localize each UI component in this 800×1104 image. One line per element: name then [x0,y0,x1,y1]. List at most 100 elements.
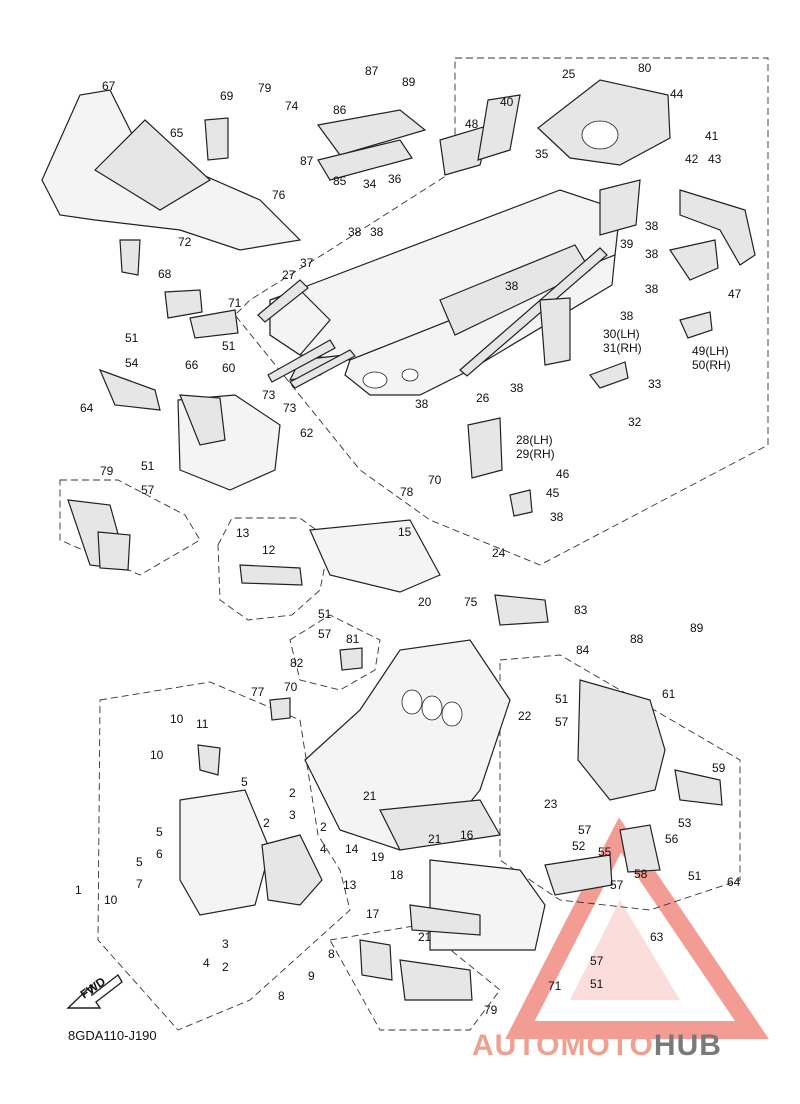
callout: 38 [348,225,362,239]
callout: 51 [222,339,236,353]
callout: 12 [262,543,276,557]
callout: 10 [150,748,164,762]
callout: 86 [333,103,347,117]
fwd-arrow: FWD [66,973,123,1009]
callout: 71 [228,296,242,310]
callout: 13 [343,878,357,892]
callout: 36 [388,172,402,186]
callout: 20 [418,595,432,609]
callout: 5 [156,825,163,839]
callout: 52 [572,839,586,853]
callout: 51 [590,977,604,991]
callout: 78 [400,485,414,499]
callout: 58 [634,867,648,881]
callout: 70 [428,473,442,487]
callout: 85 [333,174,347,188]
callout: 32 [628,415,642,429]
callout: 60 [222,361,236,375]
callout: 57 [141,483,155,497]
callout: 15 [398,525,412,539]
callout: 3 [222,937,229,951]
callout: 40 [500,95,514,109]
callout: 45 [546,486,560,500]
callout: 11 [196,717,209,731]
callout: 37 [300,256,314,270]
callout: 7 [136,877,143,891]
callout: 67 [102,79,116,93]
callout: 2 [289,786,296,800]
callout: 30(LH) [603,327,640,341]
callout: 2 [222,960,229,974]
callout: 54 [125,356,139,370]
callout: 44 [670,87,684,101]
callout: 51 [318,607,332,621]
callout: 76 [272,188,286,202]
callout: 27 [282,268,296,282]
callout: 26 [476,391,490,405]
callout: 80 [638,61,652,75]
callout: 65 [170,126,184,140]
callout: 47 [728,287,742,301]
callout: 41 [705,129,719,143]
callout: 69 [220,89,234,103]
callout: 39 [620,237,634,251]
callout: 72 [178,235,192,249]
callout: 87 [365,64,379,78]
callout: 83 [574,603,588,617]
callout: 51 [688,869,702,883]
callout: 21 [428,832,442,846]
callout: 89 [690,621,704,635]
callout: 16 [460,828,474,842]
callout: 49(LH) [692,344,729,358]
callout: 51 [125,331,139,345]
callout: 88 [630,632,644,646]
callout: 38 [510,381,524,395]
callout: 38 [645,219,659,233]
callout: 56 [665,832,679,846]
watermark-triangle [505,817,769,1039]
callout: 35 [535,147,549,161]
upper-chassis [257,79,756,517]
callout: 38 [620,309,634,323]
callout: 64 [80,401,94,415]
callout: 13 [236,526,250,540]
callout: 38 [645,247,659,261]
lower-frame-parts [179,519,723,1001]
callout: 6 [156,847,163,861]
callout: 33 [648,377,662,391]
callout: 46 [556,467,570,481]
callout: 57 [318,627,332,641]
callout: 63 [650,930,664,944]
callout: 22 [518,709,532,723]
callout: 73 [283,401,297,415]
callout: 9 [308,969,315,983]
callout: 55 [598,845,612,859]
callout: 62 [300,426,314,440]
callout: 8 [328,947,335,961]
callout: 57 [555,715,569,729]
callout: 38 [370,225,384,239]
callout: 50(RH) [692,358,731,372]
callout: 73 [262,388,276,402]
callout: 38 [505,279,519,293]
diagram-code: 8GDA110-J190 [68,1028,157,1043]
callout: 66 [185,358,199,372]
callout: 21 [418,930,432,944]
callout: 82 [290,656,304,670]
callout: 79 [484,1003,498,1017]
callout: 51 [141,459,155,473]
callout: 5 [136,855,143,869]
callout: 71 [548,979,562,993]
callout: 38 [550,510,564,524]
callout: 42 [685,152,699,166]
callout: 64 [727,875,741,889]
callout: 24 [492,546,506,560]
callout: 25 [562,67,576,81]
callout: 84 [576,643,590,657]
callout: 87 [300,154,314,168]
callout: 2 [320,820,327,834]
callout: 61 [662,687,676,701]
callout: 17 [366,907,380,921]
callout: 57 [590,954,604,968]
